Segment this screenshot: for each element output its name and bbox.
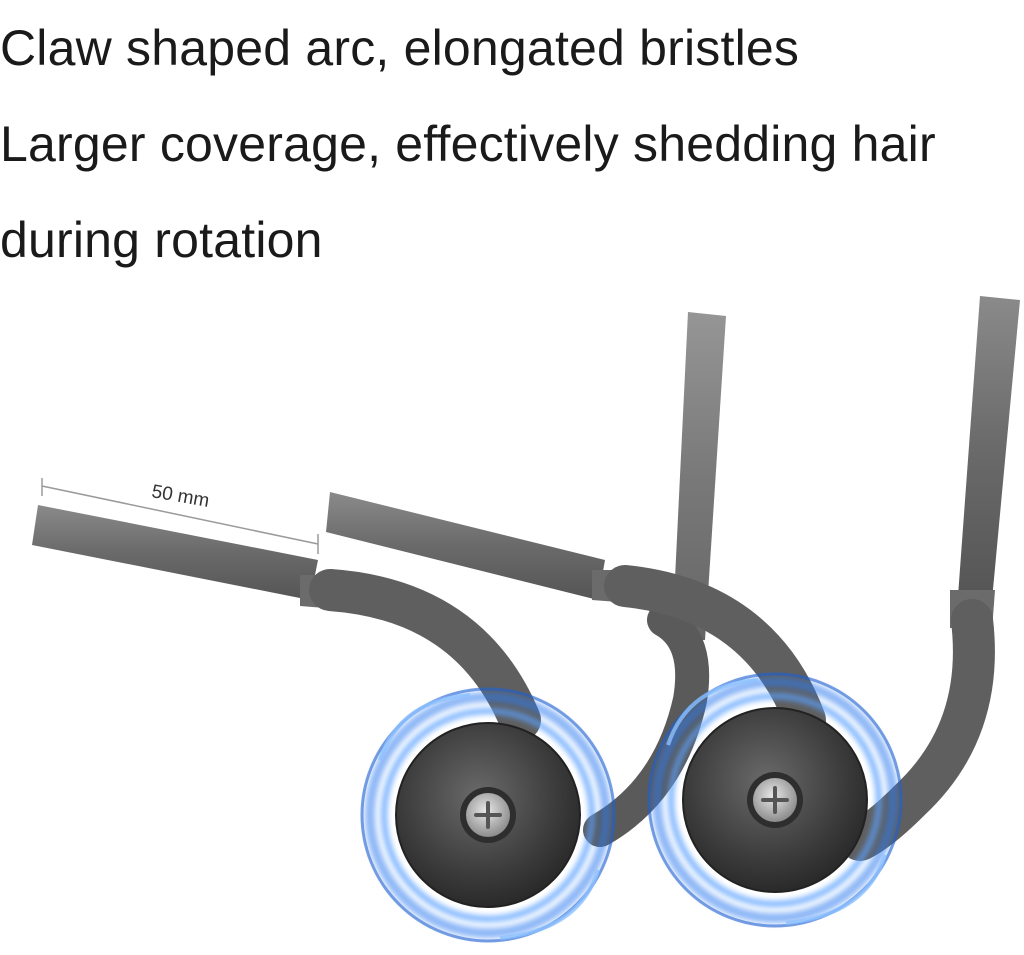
rotation-glow-icon [360, 687, 616, 943]
product-illustration: 50 mm [32, 296, 1020, 943]
headline: Claw shaped arc, elongated bristles Larg… [0, 0, 1024, 288]
center-screw-icon [747, 772, 803, 828]
headline-line-2: Larger coverage, effectively shedding ha… [0, 116, 936, 172]
center-screw-icon [460, 787, 516, 843]
side-brush-icon [326, 296, 1020, 861]
headline-line-1: Claw shaped arc, elongated bristles [0, 20, 800, 76]
rotation-glow-icon [647, 672, 903, 928]
measurement-label: 50 mm [150, 481, 211, 512]
headline-line-3: during rotation [0, 212, 323, 268]
